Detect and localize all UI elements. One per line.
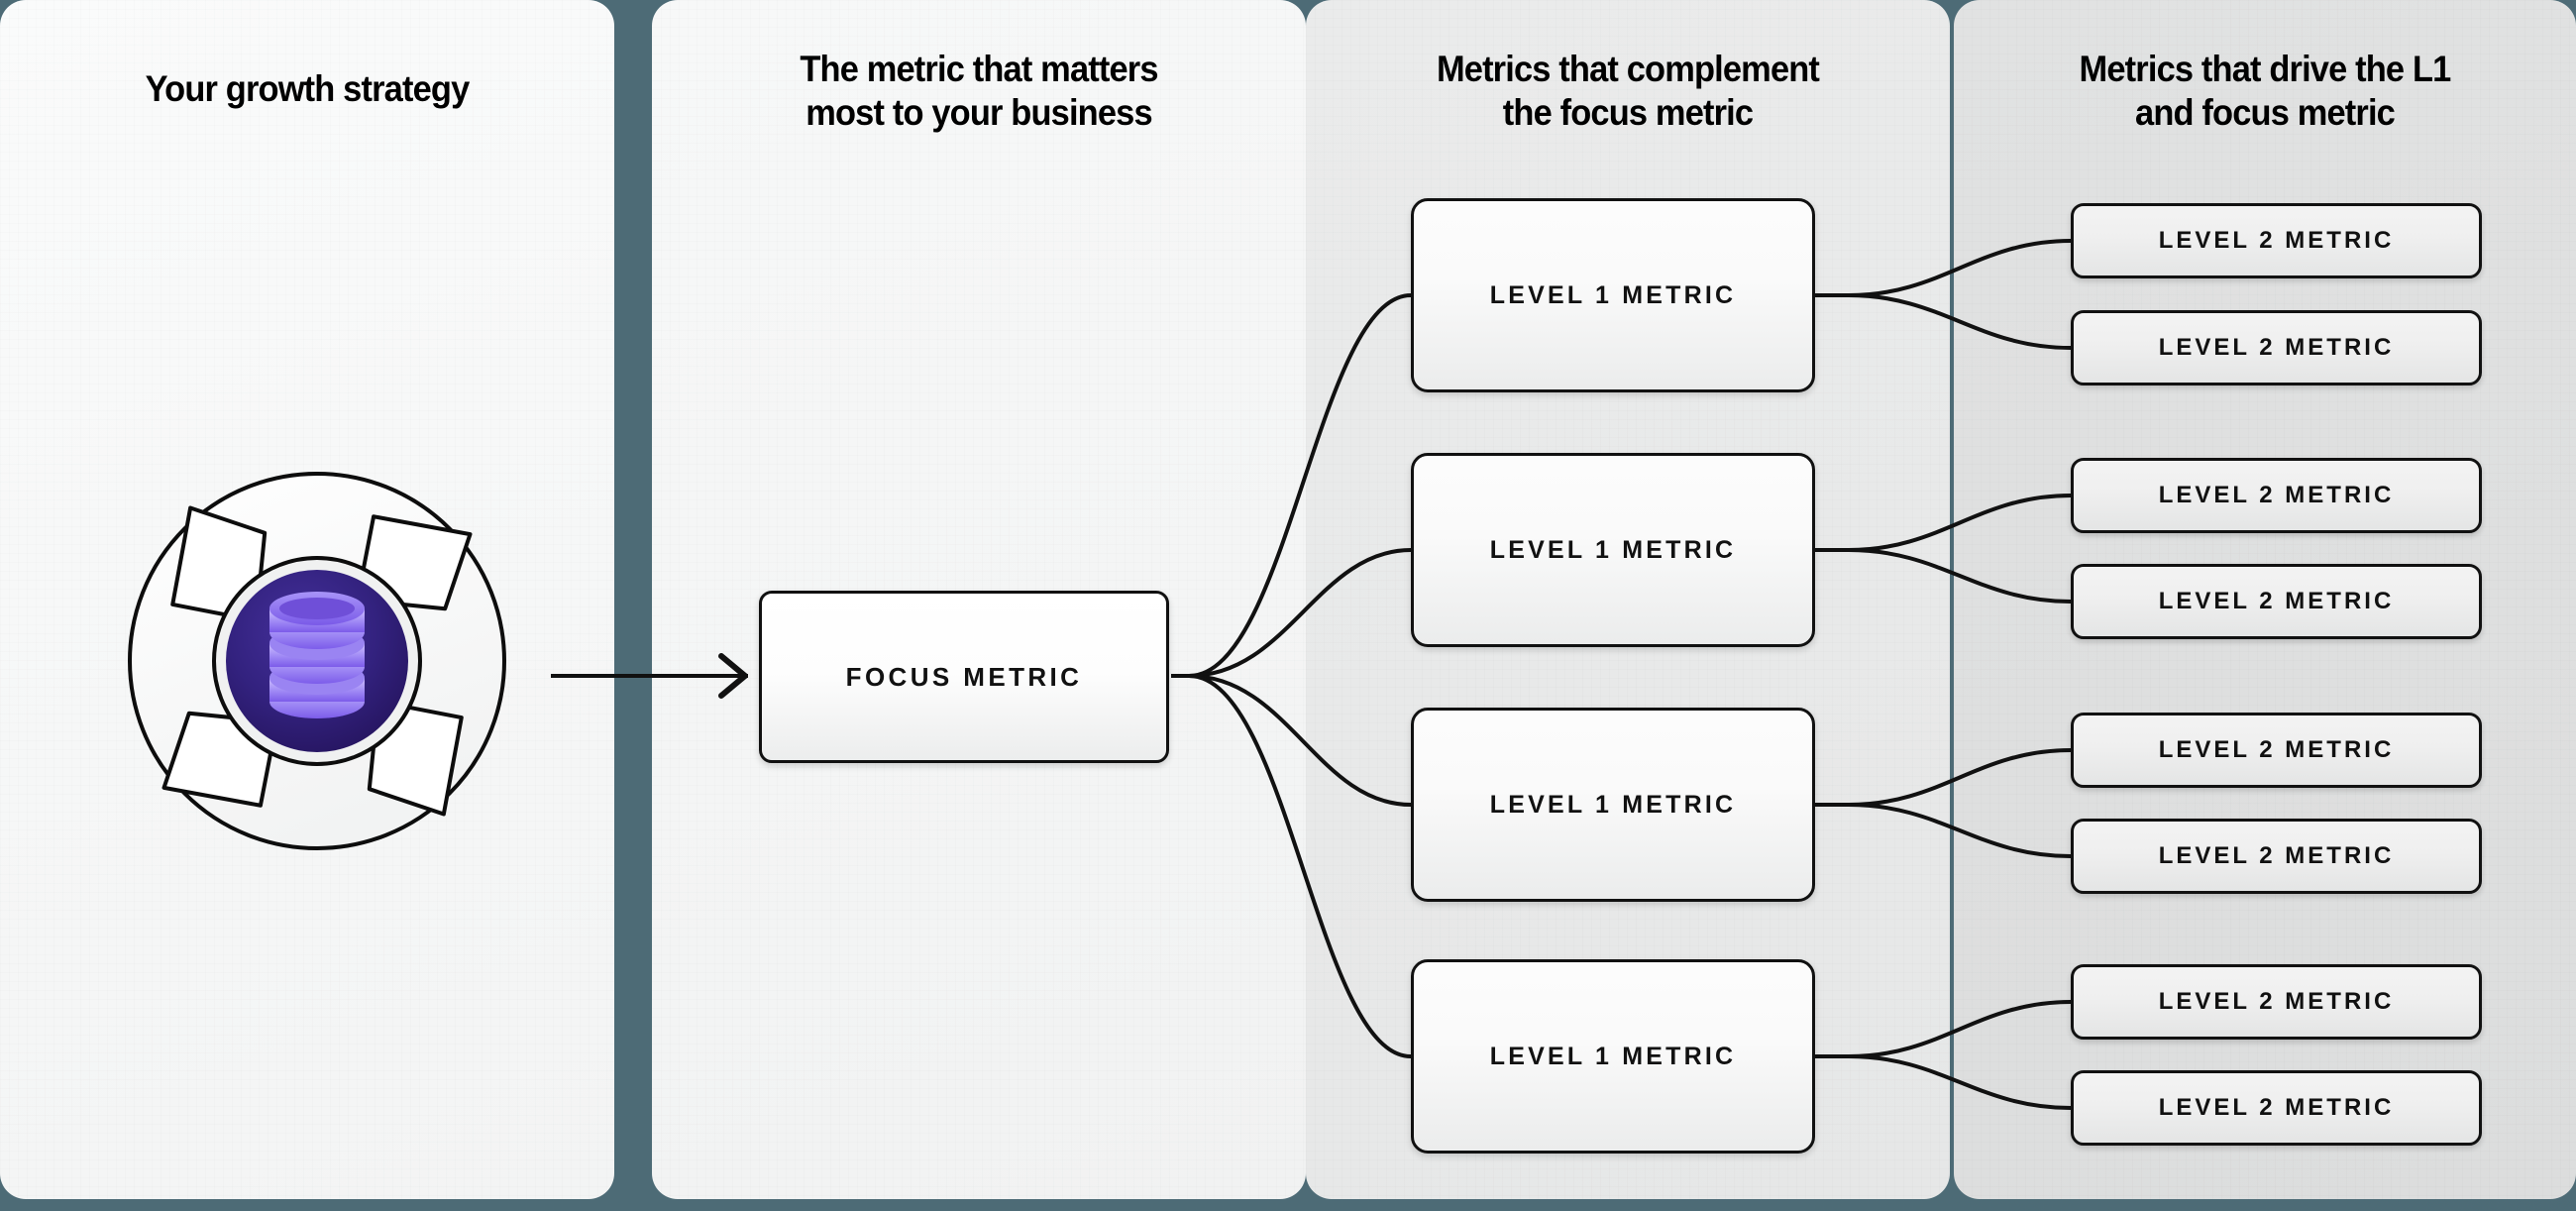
column-title-focus-metric: The metric that matters most to your bus… — [800, 49, 1158, 133]
level-2-metric-box[interactable]: LEVEL 2 METRIC — [2071, 458, 2482, 533]
level-2-metric-label: LEVEL 2 METRIC — [2158, 334, 2395, 361]
level-1-metric-label: LEVEL 1 METRIC — [1489, 280, 1737, 309]
level-2-metric-box[interactable]: LEVEL 2 METRIC — [2071, 203, 2482, 278]
level-1-metric-label: LEVEL 1 METRIC — [1489, 535, 1737, 564]
level-1-metric-box[interactable]: LEVEL 1 METRIC — [1411, 453, 1815, 647]
level-2-metric-box[interactable]: LEVEL 2 METRIC — [2071, 713, 2482, 788]
level-2-metric-label: LEVEL 2 METRIC — [2158, 227, 2395, 254]
growth-strategy-pinwheel-icon — [128, 472, 506, 850]
level-1-metric-box[interactable]: LEVEL 1 METRIC — [1411, 708, 1815, 902]
level-2-metric-label: LEVEL 2 METRIC — [2158, 482, 2395, 508]
level-2-metric-box[interactable]: LEVEL 2 METRIC — [2071, 310, 2482, 385]
level-1-metric-label: LEVEL 1 METRIC — [1489, 1042, 1737, 1070]
level-2-metric-label: LEVEL 2 METRIC — [2158, 988, 2395, 1015]
column-title-growth-strategy: Your growth strategy — [145, 68, 471, 109]
focus-metric-box[interactable]: FOCUS METRIC — [759, 591, 1169, 763]
level-1-metric-box[interactable]: LEVEL 1 METRIC — [1411, 198, 1815, 392]
level-2-metric-box[interactable]: LEVEL 2 METRIC — [2071, 564, 2482, 639]
focus-metric-label: FOCUS METRIC — [845, 661, 1083, 692]
column-title-level-1-metrics: Metrics that complement the focus metric — [1436, 49, 1820, 133]
level-2-metric-box[interactable]: LEVEL 2 METRIC — [2071, 1070, 2482, 1146]
level-1-metric-box[interactable]: LEVEL 1 METRIC — [1411, 959, 1815, 1154]
level-2-metric-box[interactable]: LEVEL 2 METRIC — [2071, 819, 2482, 894]
level-2-metric-label: LEVEL 2 METRIC — [2158, 842, 2395, 869]
level-2-metric-box[interactable]: LEVEL 2 METRIC — [2071, 964, 2482, 1040]
level-2-metric-label: LEVEL 2 METRIC — [2158, 736, 2395, 763]
column-title-level-2-metrics: Metrics that drive the L1 and focus metr… — [2079, 49, 2452, 133]
level-1-metric-label: LEVEL 1 METRIC — [1489, 790, 1737, 819]
level-2-metric-label: LEVEL 2 METRIC — [2158, 1094, 2395, 1121]
database-stack-icon — [269, 592, 365, 718]
level-2-metric-label: LEVEL 2 METRIC — [2158, 588, 2395, 614]
